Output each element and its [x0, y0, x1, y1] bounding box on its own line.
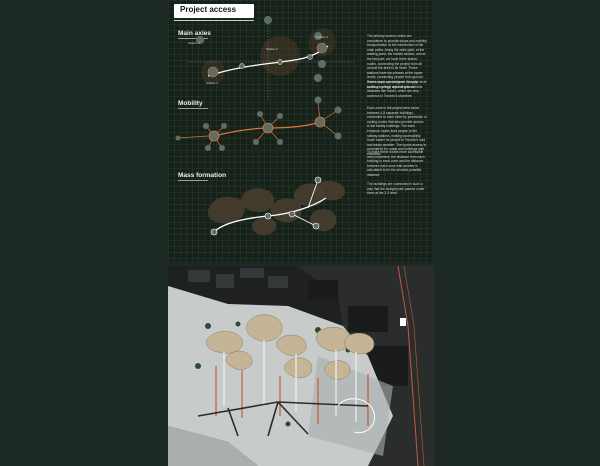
building-block — [268, 276, 288, 288]
road-line — [397, 266, 419, 466]
mobility-icon — [203, 123, 209, 129]
mobility-icon — [334, 106, 342, 114]
mass-node — [210, 228, 218, 236]
street-marker — [400, 318, 406, 326]
mass-secondary-path — [291, 179, 319, 227]
mobility-branches-left — [205, 125, 225, 149]
mobility-icon — [253, 139, 259, 145]
shore-edge — [168, 426, 258, 466]
orange-columns — [215, 366, 369, 426]
mobility-icon — [219, 145, 225, 151]
station-node-1 — [207, 66, 219, 78]
site-render — [168, 266, 434, 466]
canopy — [344, 333, 375, 355]
mobility-icon — [334, 132, 342, 140]
station-icon-right — [314, 32, 322, 40]
mass-node — [312, 222, 320, 230]
main-axes-diagram: Station 2 Station 3 Station 1 Station 4 — [188, 16, 354, 100]
access-diagrams: Station 2 Station 3 Station 1 Station 4 — [175, 16, 354, 236]
paragraph-upper-level: These stops are designed as upper level … — [367, 80, 427, 98]
section-title-mass-formation: Mass formation — [178, 172, 227, 179]
mass-node — [314, 176, 322, 184]
station-label-3: Station 3 — [316, 35, 328, 39]
mass-blob — [241, 188, 275, 212]
mobility-icon — [221, 123, 227, 129]
mass-node — [288, 210, 296, 218]
station-icon-left — [196, 36, 204, 44]
station-zone-center — [260, 36, 300, 76]
canopy — [324, 360, 351, 380]
mobility-icon — [277, 139, 283, 145]
dark-building — [348, 306, 388, 332]
title-underline — [174, 20, 254, 21]
mobility-icon — [205, 145, 211, 151]
station-node-3 — [316, 42, 328, 54]
mobility-icon — [277, 113, 283, 119]
station-label-4: Station 4 — [188, 41, 200, 45]
canopy — [284, 357, 313, 379]
paragraph-primary-access: The primary access routes are considered… — [367, 34, 427, 89]
project-access-sheet: Project access Main axies Mobility Mass … — [168, 0, 434, 262]
station-label-2: Station 2 — [266, 47, 278, 51]
title-bar: Project access — [174, 4, 254, 18]
section-title-main-axes: Main axies — [178, 30, 211, 37]
tree — [285, 421, 291, 427]
mobility-icon — [257, 111, 263, 117]
ground-paths — [197, 401, 369, 437]
mobility-icon — [314, 96, 322, 104]
building-block — [240, 268, 264, 278]
section-underline-mass-formation — [178, 180, 208, 181]
path — [227, 401, 309, 437]
tree — [195, 363, 201, 369]
path-node — [307, 54, 313, 60]
mobility-link — [177, 135, 209, 139]
section-title-mobility: Mobility — [178, 100, 203, 107]
mobility-node-left — [208, 130, 220, 142]
tree — [205, 323, 211, 329]
canopy — [276, 334, 307, 356]
station-icon-lower — [318, 60, 326, 68]
mobility-icon — [175, 135, 181, 141]
path-node — [277, 59, 283, 65]
city-blocks-top — [168, 266, 343, 326]
section-underline-main-axes — [178, 38, 208, 39]
canopy — [225, 350, 253, 370]
mass-blob — [314, 180, 345, 201]
page-title: Project access — [180, 5, 237, 14]
mobility-node-center — [262, 122, 274, 134]
canopy — [316, 326, 351, 352]
building-canopies — [206, 314, 375, 380]
dark-building — [308, 280, 338, 300]
section-underline-mobility — [178, 108, 208, 109]
station-label-1: Station 1 — [206, 81, 218, 85]
mobility-branches-center — [255, 113, 281, 143]
paragraph-zones: Each zone in the project area forms betw… — [367, 106, 427, 156]
tree — [235, 321, 241, 327]
building-block — [216, 274, 234, 288]
mass-node — [264, 212, 272, 220]
mobility-node-right — [314, 116, 326, 128]
loop-ramp — [337, 398, 376, 434]
paragraph-buildings: The buildings are connected in such a wa… — [367, 182, 425, 196]
station-icon-bottom — [314, 74, 322, 82]
paragraph-routes: To make these routes more accessible and… — [367, 150, 425, 177]
canopy — [246, 314, 283, 342]
mass-blob — [207, 196, 245, 224]
site-render-svg — [168, 266, 434, 466]
canopy — [206, 331, 243, 354]
building-block — [188, 270, 210, 282]
mass-blob — [251, 216, 277, 236]
mobility-diagram — [175, 96, 342, 151]
road-line — [403, 266, 425, 466]
station-icon-top — [264, 16, 272, 24]
mass-formation-diagram — [207, 176, 345, 236]
path-node — [239, 63, 245, 69]
